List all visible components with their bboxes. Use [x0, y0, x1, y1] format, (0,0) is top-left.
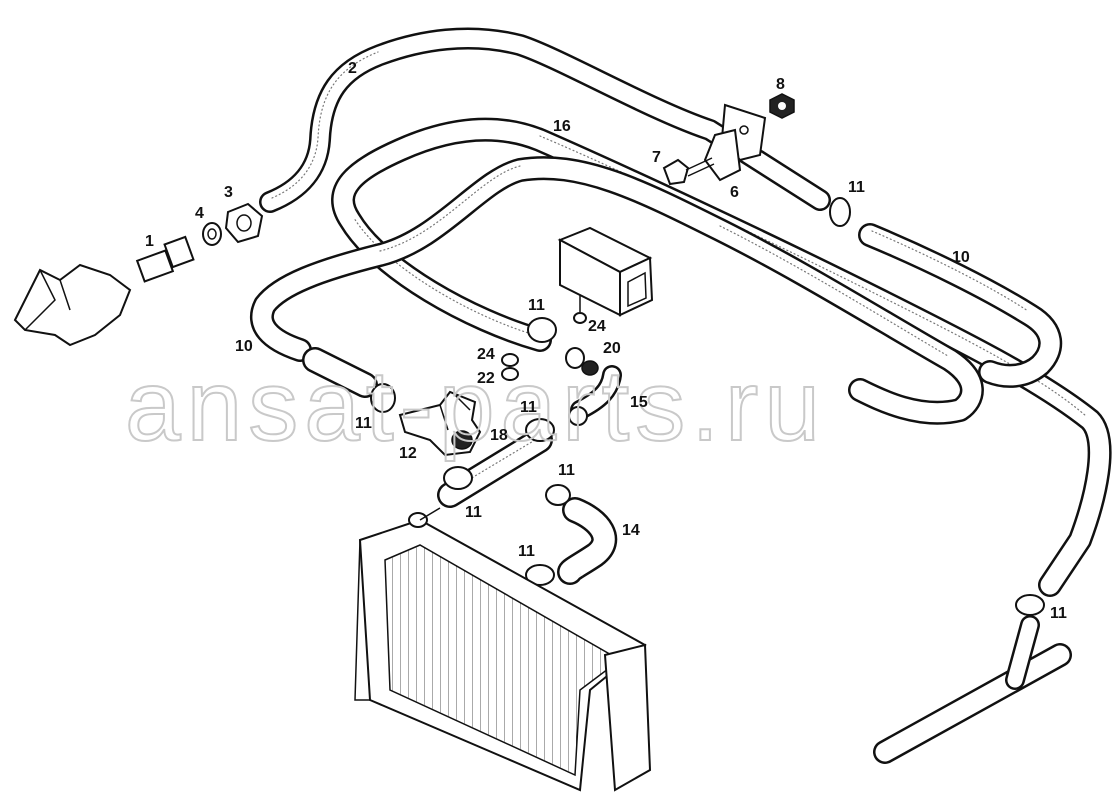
bolt-7: [662, 157, 715, 186]
heater-pipe: [873, 615, 1072, 764]
callout-11d: 11: [355, 415, 372, 432]
callout-15: 15: [630, 394, 648, 411]
callout-11f: 11: [465, 504, 482, 521]
nut-3: [224, 202, 264, 244]
heater-valve-12: [398, 390, 482, 457]
hose-15: [570, 365, 622, 420]
callout-11a: 11: [848, 179, 865, 196]
washers-22-24: [501, 295, 587, 381]
hose-clamps: [370, 197, 1045, 616]
callout-1: 1: [145, 233, 154, 250]
callout-11b: 11: [528, 297, 545, 314]
heater-core: [354, 507, 652, 792]
callout-10b: 10: [235, 338, 253, 355]
callout-3: 3: [224, 184, 233, 201]
temperature-sender: [13, 235, 195, 347]
callout-22: 22: [477, 370, 495, 387]
callout-20: 20: [603, 340, 621, 357]
hose-14: [557, 497, 618, 585]
coupling-15: [568, 406, 588, 426]
callout-2: 2: [348, 60, 357, 77]
callout-4: 4: [195, 205, 204, 222]
callout-8: 8: [776, 76, 785, 93]
callout-11g: 11: [518, 543, 535, 560]
callout-7: 7: [652, 149, 661, 166]
callout-11c: 11: [520, 399, 537, 416]
watermark: ansat-parts.ru: [125, 350, 826, 462]
callout-11e: 11: [558, 462, 575, 479]
callout-6: 6: [730, 184, 739, 201]
callout-24b: 24: [477, 346, 495, 363]
hose-10-right: [858, 223, 1063, 388]
bracket-6: [703, 103, 767, 182]
callout-11h: 11: [1050, 605, 1067, 622]
hose-segment-left: [302, 347, 378, 398]
mounting-block: [557, 226, 654, 317]
hose-10-left: [249, 156, 984, 425]
washer-4: [202, 222, 222, 246]
fitting-20: [565, 347, 599, 376]
callout-12: 12: [399, 445, 417, 462]
callout-18: 18: [490, 427, 508, 444]
callout-10a: 10: [952, 249, 970, 266]
nut-8: [769, 93, 795, 119]
callout-14: 14: [622, 522, 640, 539]
hose-2: [259, 27, 831, 213]
callout-16: 16: [553, 118, 571, 135]
callout-24a: 24: [588, 318, 606, 335]
